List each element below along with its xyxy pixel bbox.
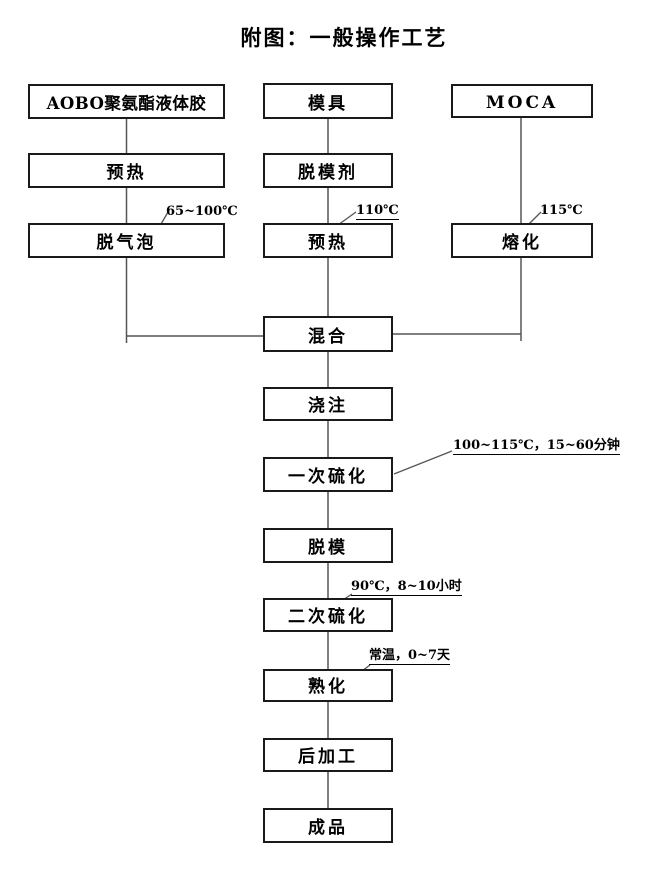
node-mix: 混合 [263, 316, 393, 352]
node-pour: 浇注 [263, 387, 393, 421]
node-release-agent: 脱模剂 [263, 153, 393, 188]
annotation-degas-temp: 65~100℃ [166, 204, 238, 219]
node-second-cure: 二次硫化 [263, 598, 393, 632]
node-mold: 模具 [263, 83, 393, 119]
annotation-second-cure-condition: 90℃，8~10小时 [351, 579, 462, 596]
node-preheat-mid: 预热 [263, 223, 393, 258]
node-melt: 熔化 [451, 223, 593, 258]
annotation-first-cure-condition: 100~115℃，15~60分钟 [453, 438, 620, 455]
node-aging: 熟化 [263, 669, 393, 702]
annotation-preheat-temp: 110℃ [356, 203, 399, 220]
node-demold: 脱模 [263, 528, 393, 563]
page-title: 附图：一般操作工艺 [240, 25, 448, 50]
node-product: 成品 [263, 808, 393, 843]
annotation-aging-condition: 常温，0~7天 [369, 648, 450, 665]
node-first-cure: 一次硫化 [263, 457, 393, 492]
node-aobo-pu-liquid: AOBO聚氨酯液体胶 [28, 84, 225, 119]
node-preheat-left: 预热 [28, 153, 225, 188]
node-degas: 脱气泡 [28, 223, 225, 258]
node-moca: MOCA [451, 84, 593, 118]
node-post-process: 后加工 [263, 738, 393, 772]
annotation-melt-temp: 115℃ [540, 203, 583, 218]
